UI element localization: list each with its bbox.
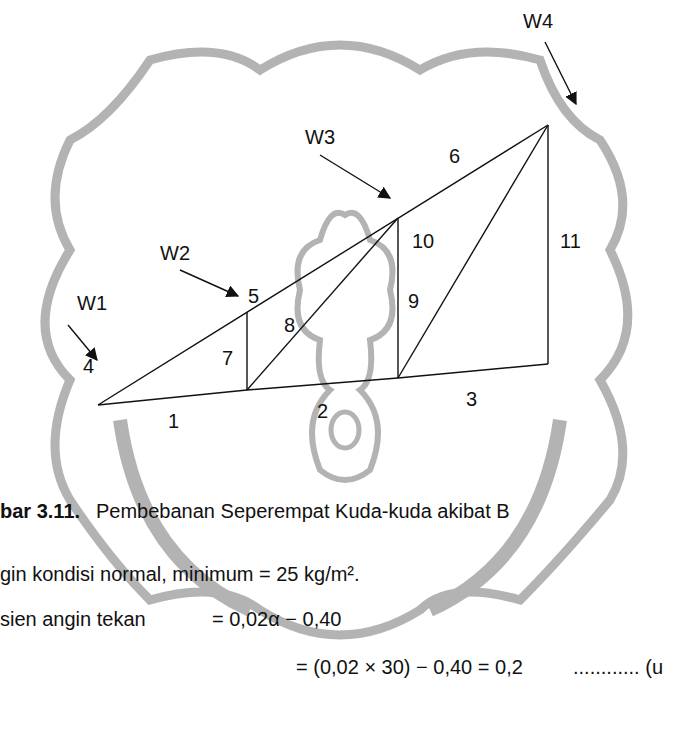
member-number: 10 bbox=[412, 230, 434, 252]
member-number: 11 bbox=[560, 230, 581, 252]
figure-caption: Pembebanan Seperempat Kuda-kuda akibat B bbox=[96, 500, 510, 522]
load-label: W1 bbox=[77, 292, 107, 314]
figure-number: bar 3.11. bbox=[0, 500, 80, 522]
equation: = (0,02 × 30) − 0,40 = 0,2 bbox=[296, 656, 523, 678]
body-text: gin kondisi normal, minimum = 25 kg/m². bbox=[0, 563, 360, 585]
wind-load-arrows bbox=[68, 42, 576, 360]
member-number: 4 bbox=[83, 355, 94, 377]
load-label: W3 bbox=[305, 126, 335, 148]
member-number: 5 bbox=[248, 285, 259, 307]
load-label: W4 bbox=[523, 10, 553, 32]
member-number: 7 bbox=[222, 347, 233, 369]
equation: = 0,02α − 0,40 bbox=[212, 608, 341, 630]
truss-members bbox=[98, 125, 548, 405]
member-number: 9 bbox=[408, 290, 419, 312]
body-text: sien angin tekan bbox=[0, 608, 146, 630]
member-number: 6 bbox=[449, 145, 460, 167]
body-text: ............ (u bbox=[573, 656, 663, 678]
load-label: W2 bbox=[160, 242, 190, 264]
member-number: 1 bbox=[168, 410, 179, 432]
member-number: 3 bbox=[466, 388, 477, 410]
member-number: 8 bbox=[284, 314, 295, 336]
member-number: 2 bbox=[317, 400, 328, 422]
watermark-logo bbox=[45, 45, 628, 635]
